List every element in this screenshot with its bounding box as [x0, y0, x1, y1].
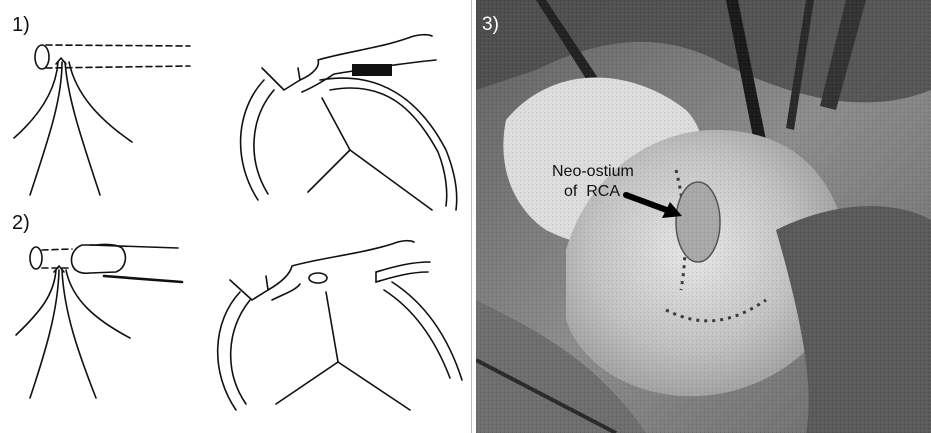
step2-commissure-right	[338, 362, 410, 410]
step1-root-outer	[320, 78, 457, 210]
step1-implanted-button	[352, 64, 392, 76]
annotation-line-1: Neo-ostium	[552, 162, 634, 182]
step2-wall-left-inner	[231, 300, 250, 404]
step-3-label: 3)	[482, 14, 499, 36]
step2-wall-left-outer	[218, 292, 240, 410]
step1-branch-3	[65, 62, 100, 195]
step2-top-wall-inner	[272, 284, 300, 300]
step2-aortic-root	[218, 241, 462, 410]
step1-wall-left-outer	[241, 80, 264, 200]
annotation-neo-ostium: Neo-ostium of RCA	[552, 162, 634, 202]
step1-dashed-lower	[46, 66, 190, 68]
annotation-line-2: of RCA	[552, 182, 634, 202]
step1-dashed-upper	[46, 45, 190, 46]
photo-rendering	[476, 0, 931, 433]
step1-commissure-right	[350, 150, 432, 210]
step1-wall-left-inner	[254, 90, 274, 194]
step2-branch-1	[16, 270, 56, 335]
step2-patch-tube	[71, 244, 125, 273]
step2-dashed-upper	[42, 249, 72, 250]
step2-branch-4	[66, 270, 130, 338]
schematic-panel: 1) 2)	[0, 0, 472, 433]
step1-commissure-left	[308, 98, 350, 192]
step2-commissure-left	[276, 292, 338, 404]
step1-branch-tip	[56, 58, 66, 64]
step2-right-flap-top	[376, 262, 430, 272]
step2-branch-2	[30, 270, 59, 398]
step1-branch-2	[30, 62, 62, 195]
step2-sheath-bottom	[104, 276, 182, 282]
step1-ostium-ellipse	[35, 45, 49, 69]
step2-ostium-ellipse	[30, 247, 42, 269]
step2-neo-ostium-opening	[309, 273, 327, 283]
step1-aortic-root	[241, 35, 457, 210]
step2-branch-3	[62, 270, 96, 398]
step1-coronary-button	[14, 45, 190, 195]
step2-coronary-button	[16, 244, 182, 398]
photo-grain	[476, 0, 931, 433]
schematic-drawings	[0, 0, 472, 433]
step2-right-flap-bottom	[376, 272, 428, 282]
step2-root-outer	[392, 282, 462, 380]
step1-left-stub	[262, 68, 300, 90]
step2-sheath-top	[90, 245, 178, 248]
surgical-photo: 3) Neo-ostium of RCA	[476, 0, 931, 433]
